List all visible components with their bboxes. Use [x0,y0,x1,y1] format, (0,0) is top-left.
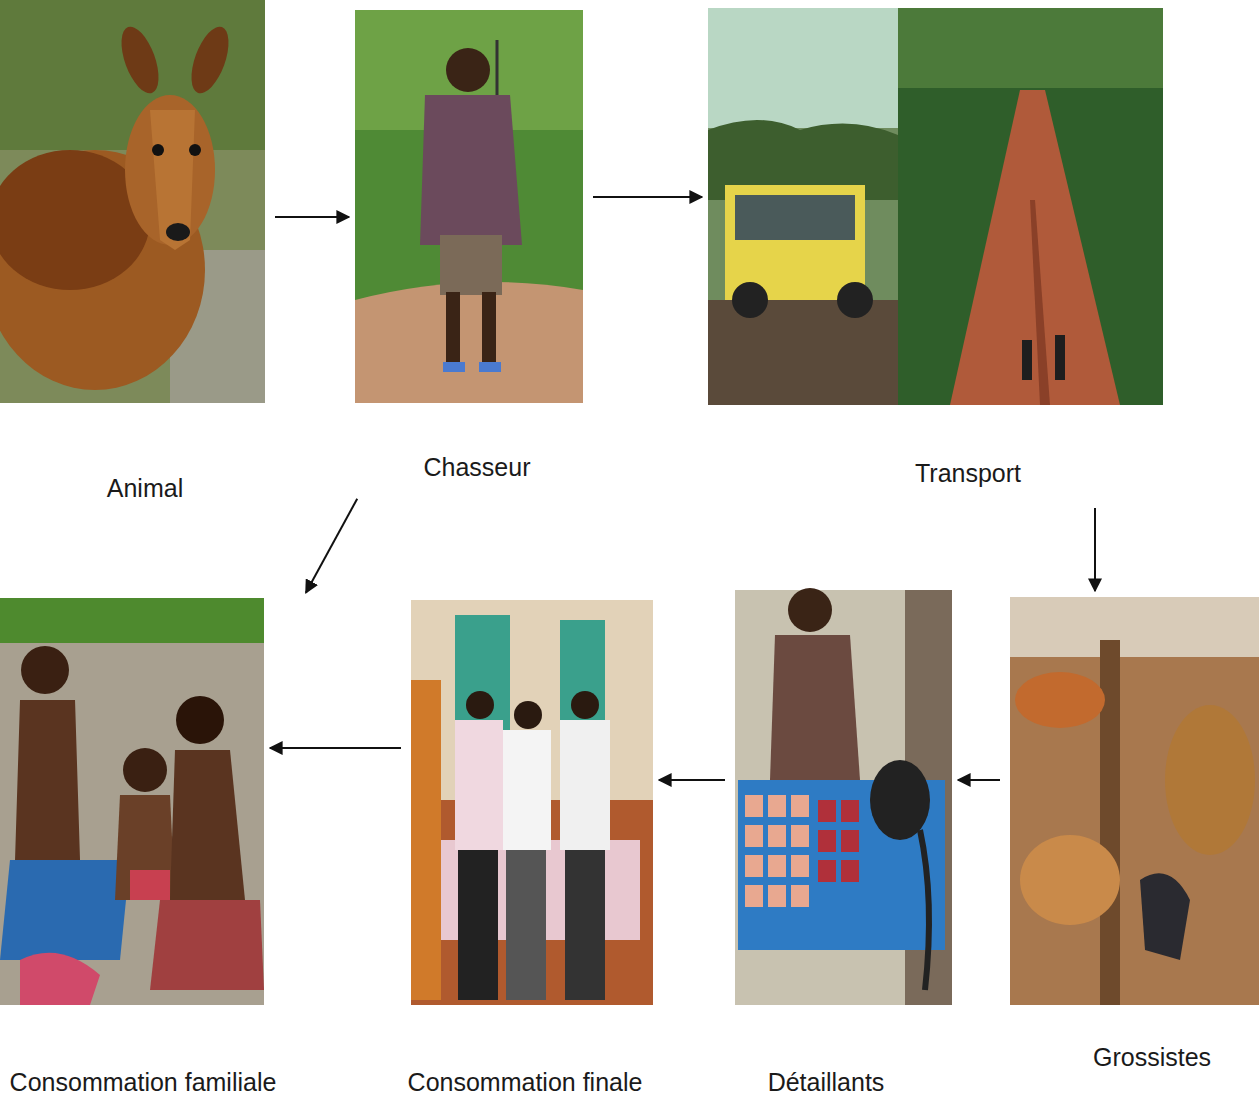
flow-arrow [659,779,725,781]
transport-photo [708,8,1163,405]
transport-node: Transport [708,8,1163,498]
retail-photo [735,588,952,1005]
animal-node: Animal [0,0,265,510]
restaurant-photo [411,600,653,1005]
stage-label: Consommation finale [408,1067,643,1097]
wholesale-photo [1010,597,1259,1005]
stage-label: Grossistes [1093,1042,1211,1072]
hunter-photo [355,10,583,403]
stage-label: Chasseur [424,452,531,482]
duiker-photo [0,0,265,403]
hunter-node: Chasseur [355,10,583,490]
wholesaler-node: Grossistes [1010,597,1259,1077]
stage-label: Transport [915,458,1021,488]
family-consumption-node: Consommation familiale [0,598,264,1101]
flow-arrow [593,196,702,198]
children-photo [0,598,264,1005]
flow-arrow [1094,508,1096,591]
flow-arrow [958,779,1000,781]
flow-arrow [275,216,349,218]
stage-label: Détaillants [768,1067,885,1097]
flow-arrow [270,747,401,749]
stage-label: Consommation familiale [10,1067,277,1097]
retailer-node: Détaillants [735,590,952,1101]
stage-label: Animal [107,473,183,503]
final-consumption-node: Consommation finale [411,600,653,1101]
flow-arrow [306,499,357,593]
